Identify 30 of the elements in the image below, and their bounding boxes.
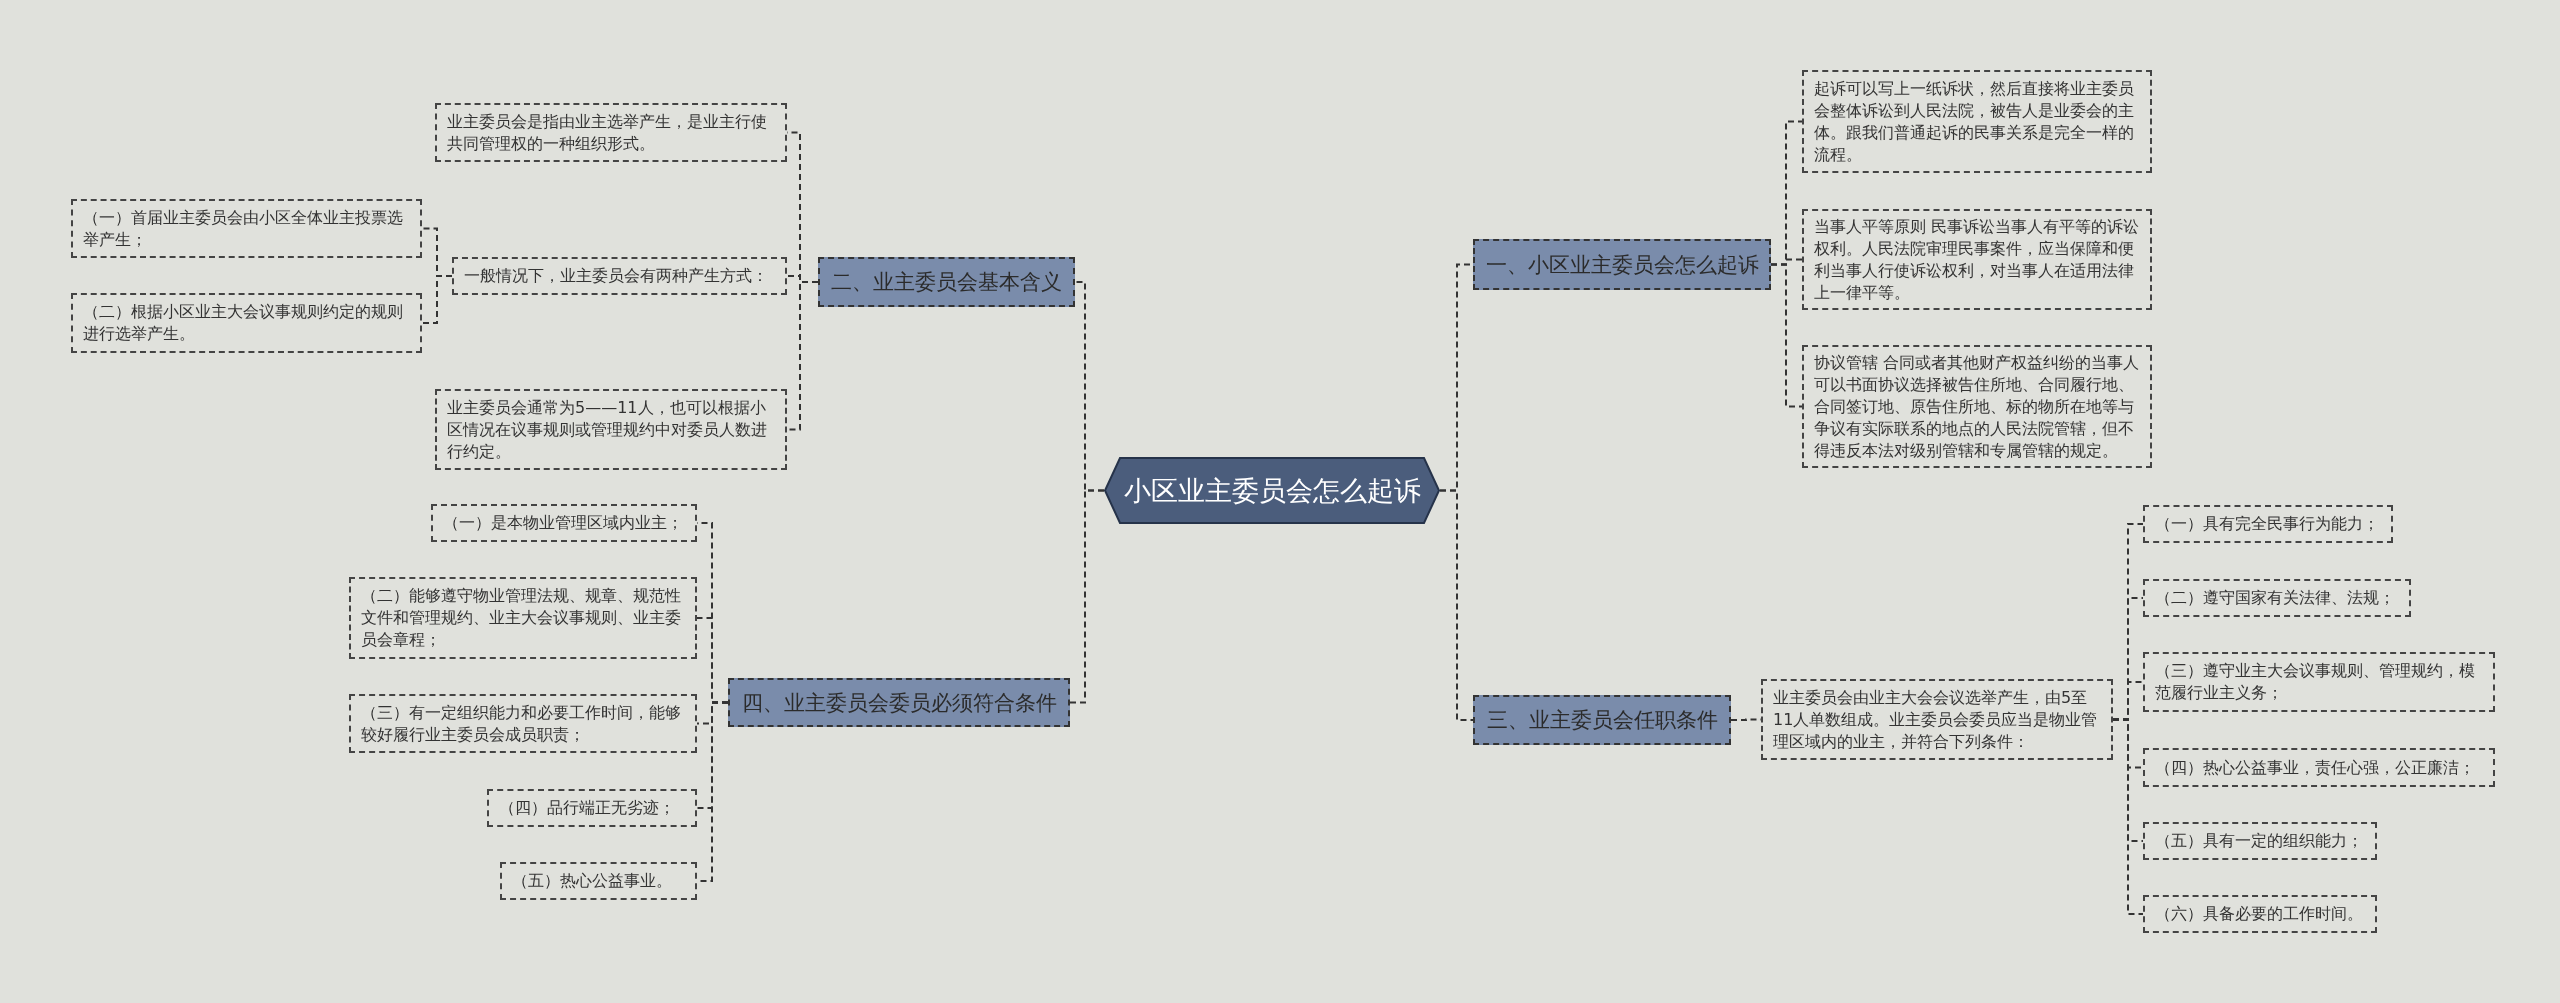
text-box: 业主委员会由业主大会会议选举产生，由5至11人单数组成。业主委员会委员应当是物业管理区域内的业主，并符合下列条件： <box>1761 679 2113 760</box>
text-box: （二）遵守国家有关法律、法规； <box>2143 579 2411 617</box>
connector <box>2112 718 2144 915</box>
text-box: （五）具有一定的组织能力； <box>2143 822 2377 860</box>
connector <box>1770 263 1803 408</box>
text-box: 协议管辖 合同或者其他财产权益纠纷的当事人可以书面协议选择被告住所地、合同履行地、合同签订地、原告住所地、标的物所在地等与争议有实际联系的地点的人民法院管辖，但不得违反本法对级别管辖和专属管辖的规定。 <box>1802 345 2152 468</box>
text-box: （五）热心公益事业。 <box>500 862 697 900</box>
text-box: （一）具有完全民事行为能力； <box>2143 505 2393 543</box>
central-topic: 小区业主委员会怎么起诉 <box>1104 457 1440 524</box>
topic-box: 一、小区业主委员会怎么起诉 <box>1473 239 1771 290</box>
topic-box: 三、业主委员会任职条件 <box>1473 695 1731 745</box>
text-box: （三）有一定组织能力和必要工作时间，能够较好履行业主委员会成员职责； <box>349 694 697 753</box>
text-box: （二）能够遵守物业管理法规、规章、规范性文件和管理规约、业主大会议事规则、业主委员会章程； <box>349 577 697 659</box>
connector <box>1439 489 1474 721</box>
text-box: 起诉可以写上一纸诉状，然后直接将业主委员会整体诉讼到人民法院，被告人是业委会的主体。跟我们普通起诉的民事关系是完全一样的流程。 <box>1802 70 2152 173</box>
topic-box: 二、业主委员会基本含义 <box>818 257 1075 307</box>
text-box: （三）遵守业主大会议事规则、管理规约，模范履行业主义务； <box>2143 652 2495 712</box>
text-box: （四）热心公益事业，责任心强，公正廉洁； <box>2143 748 2495 787</box>
text-box: 业主委员会是指由业主选举产生，是业主行使共同管理权的一种组织形式。 <box>435 103 787 162</box>
topic-box: 四、业主委员会委员必须符合条件 <box>728 678 1070 727</box>
text-box: （一）首届业主委员会由小区全体业主投票选举产生； <box>71 199 422 258</box>
text-box: 一般情况下，业主委员会有两种产生方式： <box>452 257 787 295</box>
text-box: （六）具备必要的工作时间。 <box>2143 895 2377 933</box>
text-box: 当事人平等原则 民事诉讼当事人有平等的诉讼权利。人民法院审理民事案件，应当保障和便利当事人行使诉讼权利，对当事人在适用法律上一律平等。 <box>1802 209 2152 310</box>
connector <box>1069 489 1105 704</box>
text-box: （二）根据小区业主大会议事规则约定的规则进行选举产生。 <box>71 293 422 353</box>
connector <box>421 275 453 324</box>
text-box: 业主委员会通常为5——11人，也可以根据小区情况在议事规则或管理规约中对委员人数进行约定。 <box>435 389 787 470</box>
text-box: （一）是本物业管理区域内业主； <box>431 504 697 542</box>
text-box: （四）品行端正无劣迹； <box>487 789 697 827</box>
